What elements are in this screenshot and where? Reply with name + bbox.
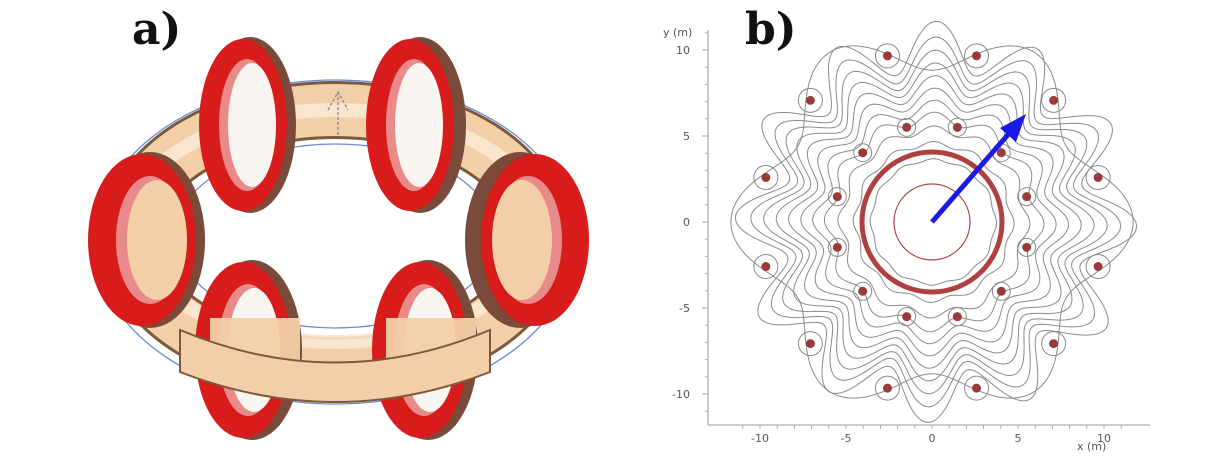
coil-dot xyxy=(1049,339,1059,349)
contour-line xyxy=(763,49,1108,395)
coil-dot xyxy=(952,312,962,322)
coil-loop xyxy=(1017,237,1037,257)
coil-dot xyxy=(972,51,982,61)
coil-loop xyxy=(753,254,779,280)
coil-dot xyxy=(972,383,982,393)
contour-line xyxy=(837,125,1031,319)
coil-top-right xyxy=(366,37,466,213)
coil-dot xyxy=(1093,172,1103,182)
outer-contour xyxy=(730,45,1134,399)
coil-dot xyxy=(882,383,892,393)
coil-loop xyxy=(753,164,779,190)
coil-left xyxy=(88,152,205,328)
coil-dot xyxy=(832,192,842,202)
coil-top-left xyxy=(199,37,296,213)
contour-line xyxy=(869,158,997,286)
coil-loop xyxy=(1085,164,1111,190)
coil-dot xyxy=(805,95,815,105)
coil-cross-sections xyxy=(753,43,1111,401)
radial-arrow xyxy=(930,114,1026,224)
y-axis-ticks: 10 5 0 -5 -10 xyxy=(672,32,708,412)
coil-dot xyxy=(882,51,892,61)
x-tick-label: 10 xyxy=(1097,432,1111,445)
contour-line xyxy=(734,20,1138,424)
contour-line xyxy=(812,99,1057,345)
coil-dot xyxy=(858,148,868,158)
y-tick-label: 0 xyxy=(683,216,690,229)
coil-loop xyxy=(874,43,900,69)
coil-dot xyxy=(761,172,771,182)
coil-loop xyxy=(897,117,917,137)
coil-loop xyxy=(797,331,823,357)
coil-loop xyxy=(991,281,1011,301)
x-axis-ticks: -10 -5 0 5 10 xyxy=(742,425,1122,445)
coil-dot xyxy=(761,262,771,272)
coil-loop xyxy=(1085,254,1111,280)
coil-dot xyxy=(996,148,1006,158)
x-tick-label: -5 xyxy=(841,432,852,445)
coil-loop xyxy=(797,87,823,113)
panel-a-label: a) xyxy=(132,4,182,55)
contour-line xyxy=(852,141,1015,304)
coil-loop xyxy=(947,117,967,137)
coil-dot xyxy=(832,242,842,252)
coil-dot xyxy=(1022,242,1032,252)
contour-line xyxy=(750,36,1122,408)
coil-loop xyxy=(853,281,873,301)
coil-loop xyxy=(897,307,917,327)
direction-marker xyxy=(327,90,349,135)
x-tick-label: 0 xyxy=(929,432,936,445)
coil-loop xyxy=(964,43,990,69)
contour-line xyxy=(800,87,1070,357)
contour-line xyxy=(788,75,1082,369)
x-tick-label: 5 xyxy=(1015,432,1022,445)
coil-loop xyxy=(1017,187,1037,207)
panel-b-label: b) xyxy=(745,4,797,55)
y-tick-label: 5 xyxy=(683,130,690,143)
coil-dot xyxy=(858,286,868,296)
coil-dot xyxy=(952,122,962,132)
contour-line xyxy=(823,111,1045,333)
coil-dot xyxy=(1093,262,1103,272)
coil-dot xyxy=(1022,192,1032,202)
plasma-front-section xyxy=(179,328,491,403)
coil-loop xyxy=(1041,331,1067,357)
coil-loop xyxy=(964,375,990,401)
coil-loop xyxy=(874,375,900,401)
y-axis-label: y (m) xyxy=(663,26,692,39)
coil-loop xyxy=(827,187,847,207)
x-axis-label: x (m) xyxy=(1077,440,1106,453)
y-tick-label: -10 xyxy=(672,388,690,401)
coil-dot xyxy=(996,286,1006,296)
contour-line xyxy=(775,62,1095,382)
field-contours xyxy=(730,20,1138,424)
coil-dot xyxy=(902,312,912,322)
coil-loop xyxy=(827,237,847,257)
coil-loop xyxy=(853,143,873,163)
coil-loop xyxy=(1041,87,1067,113)
coil-dot xyxy=(1049,95,1059,105)
coil-loop xyxy=(947,307,967,327)
central-coil-rings xyxy=(859,149,1005,295)
coil-right xyxy=(465,152,589,328)
coil-dot xyxy=(902,122,912,132)
x-tick-label: -10 xyxy=(751,432,769,445)
y-tick-label: -5 xyxy=(679,302,690,315)
coil-dot xyxy=(805,339,815,349)
y-tick-label: 10 xyxy=(676,44,690,57)
